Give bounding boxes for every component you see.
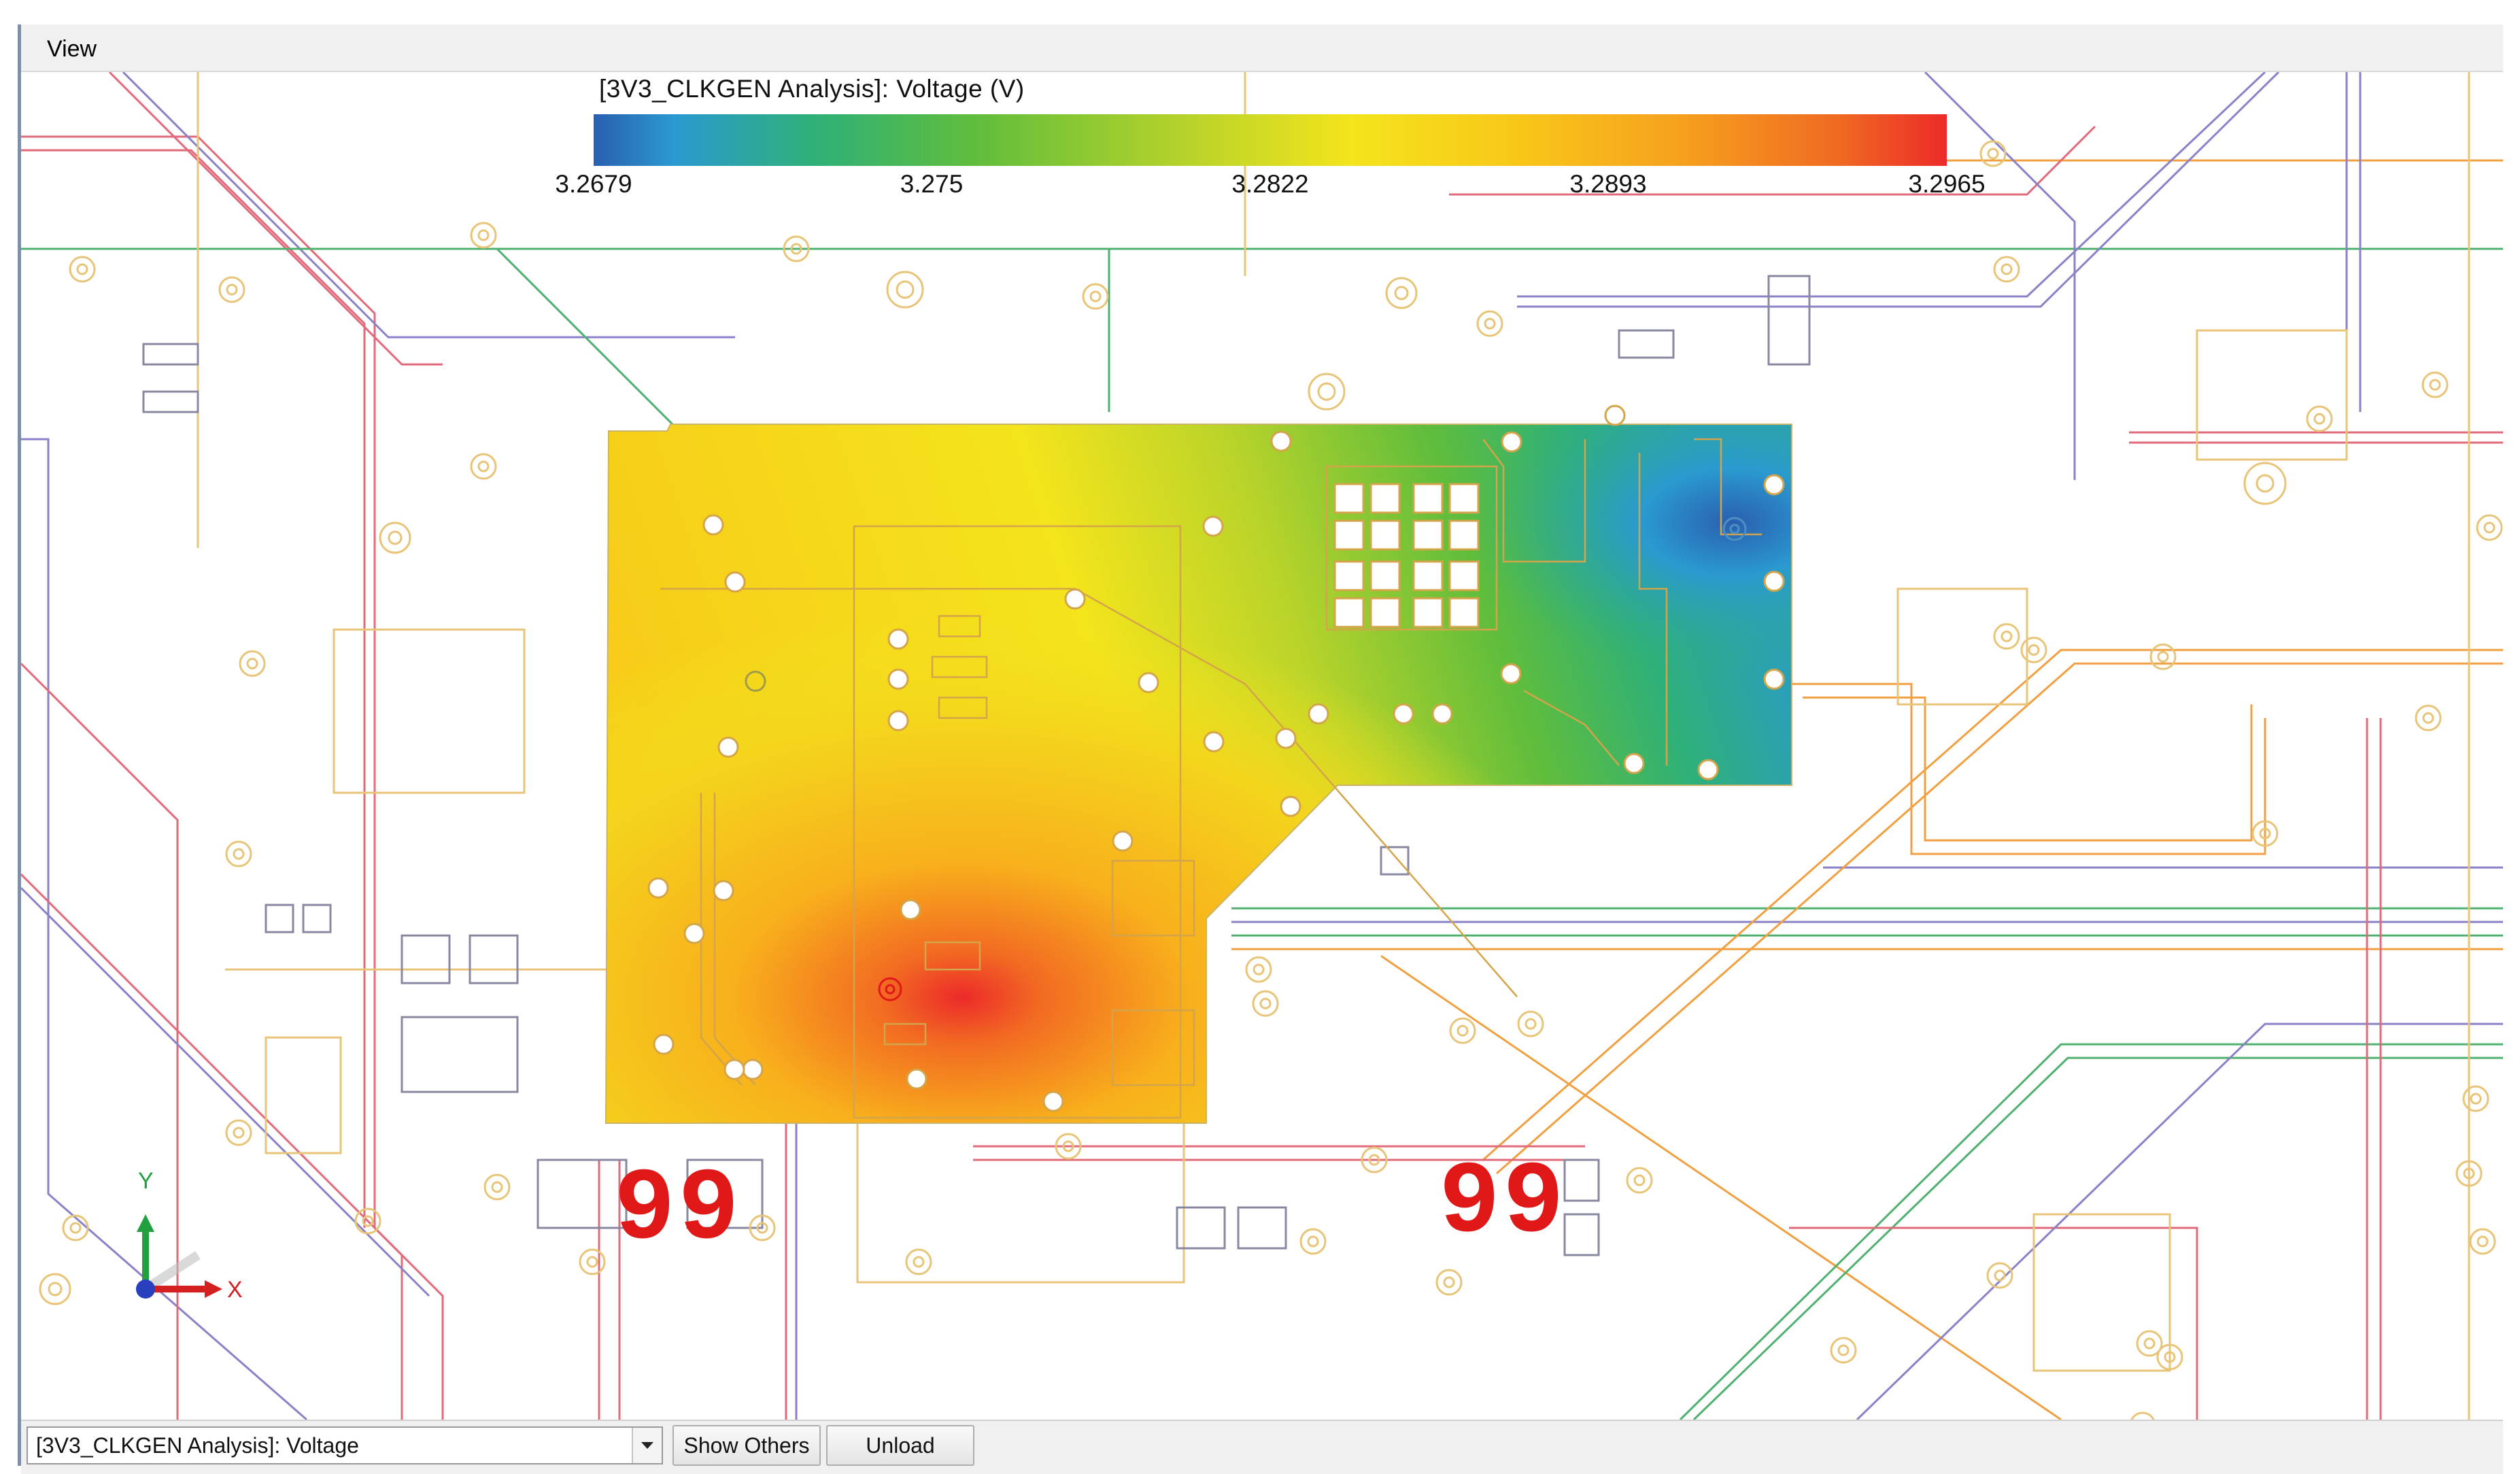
voltage-map-pads — [1333, 483, 1480, 628]
voltage-map — [605, 424, 1792, 1124]
colorbar-tick: 3.2893 — [1569, 170, 1647, 198]
unload-button[interactable]: Unload — [826, 1425, 974, 1466]
analysis-select-value: [3V3_CLKGEN Analysis]: Voltage — [36, 1433, 359, 1458]
voltage-map-vias — [647, 405, 1785, 1112]
menu-bar: View — [21, 24, 2503, 72]
pcb-canvas[interactable]: [3V3_CLKGEN Analysis]: Voltage (V) 3.267… — [21, 72, 2503, 1420]
colorbar-tick-mid: 3.2822 — [1231, 170, 1309, 198]
pcb-pads — [142, 275, 1811, 1256]
x-axis-label: X — [227, 1277, 243, 1303]
chevron-down-icon[interactable] — [632, 1428, 662, 1463]
pcb-layout — [21, 72, 2503, 1420]
pcb-vias — [39, 140, 2503, 1420]
silkscreen-label: 99 — [614, 1153, 743, 1269]
menu-view[interactable]: View — [47, 36, 97, 62]
voltage-coldspot-marker — [1722, 517, 1747, 541]
show-others-button[interactable]: Show Others — [672, 1425, 821, 1466]
colorbar-tick-max: 3.2965 — [1908, 170, 1986, 198]
axes-gizmo — [136, 1214, 222, 1299]
status-bar: [3V3_CLKGEN Analysis]: Voltage Show Othe… — [21, 1420, 2503, 1474]
colorbar-tick: 3.275 — [900, 170, 964, 198]
colorbar-gradient — [594, 114, 1947, 166]
analysis-select[interactable]: [3V3_CLKGEN Analysis]: Voltage — [27, 1426, 663, 1464]
silkscreen-label: 99 — [1439, 1146, 1567, 1262]
voltage-map-detail — [660, 438, 1762, 1119]
colorbar-title: [3V3_CLKGEN Analysis]: Voltage (V) — [599, 75, 1025, 103]
voltage-hotspot-marker — [878, 977, 902, 1001]
colorbar-tick-min: 3.2679 — [555, 170, 632, 198]
y-axis-label: Y — [138, 1168, 154, 1194]
window-border — [18, 24, 21, 1466]
